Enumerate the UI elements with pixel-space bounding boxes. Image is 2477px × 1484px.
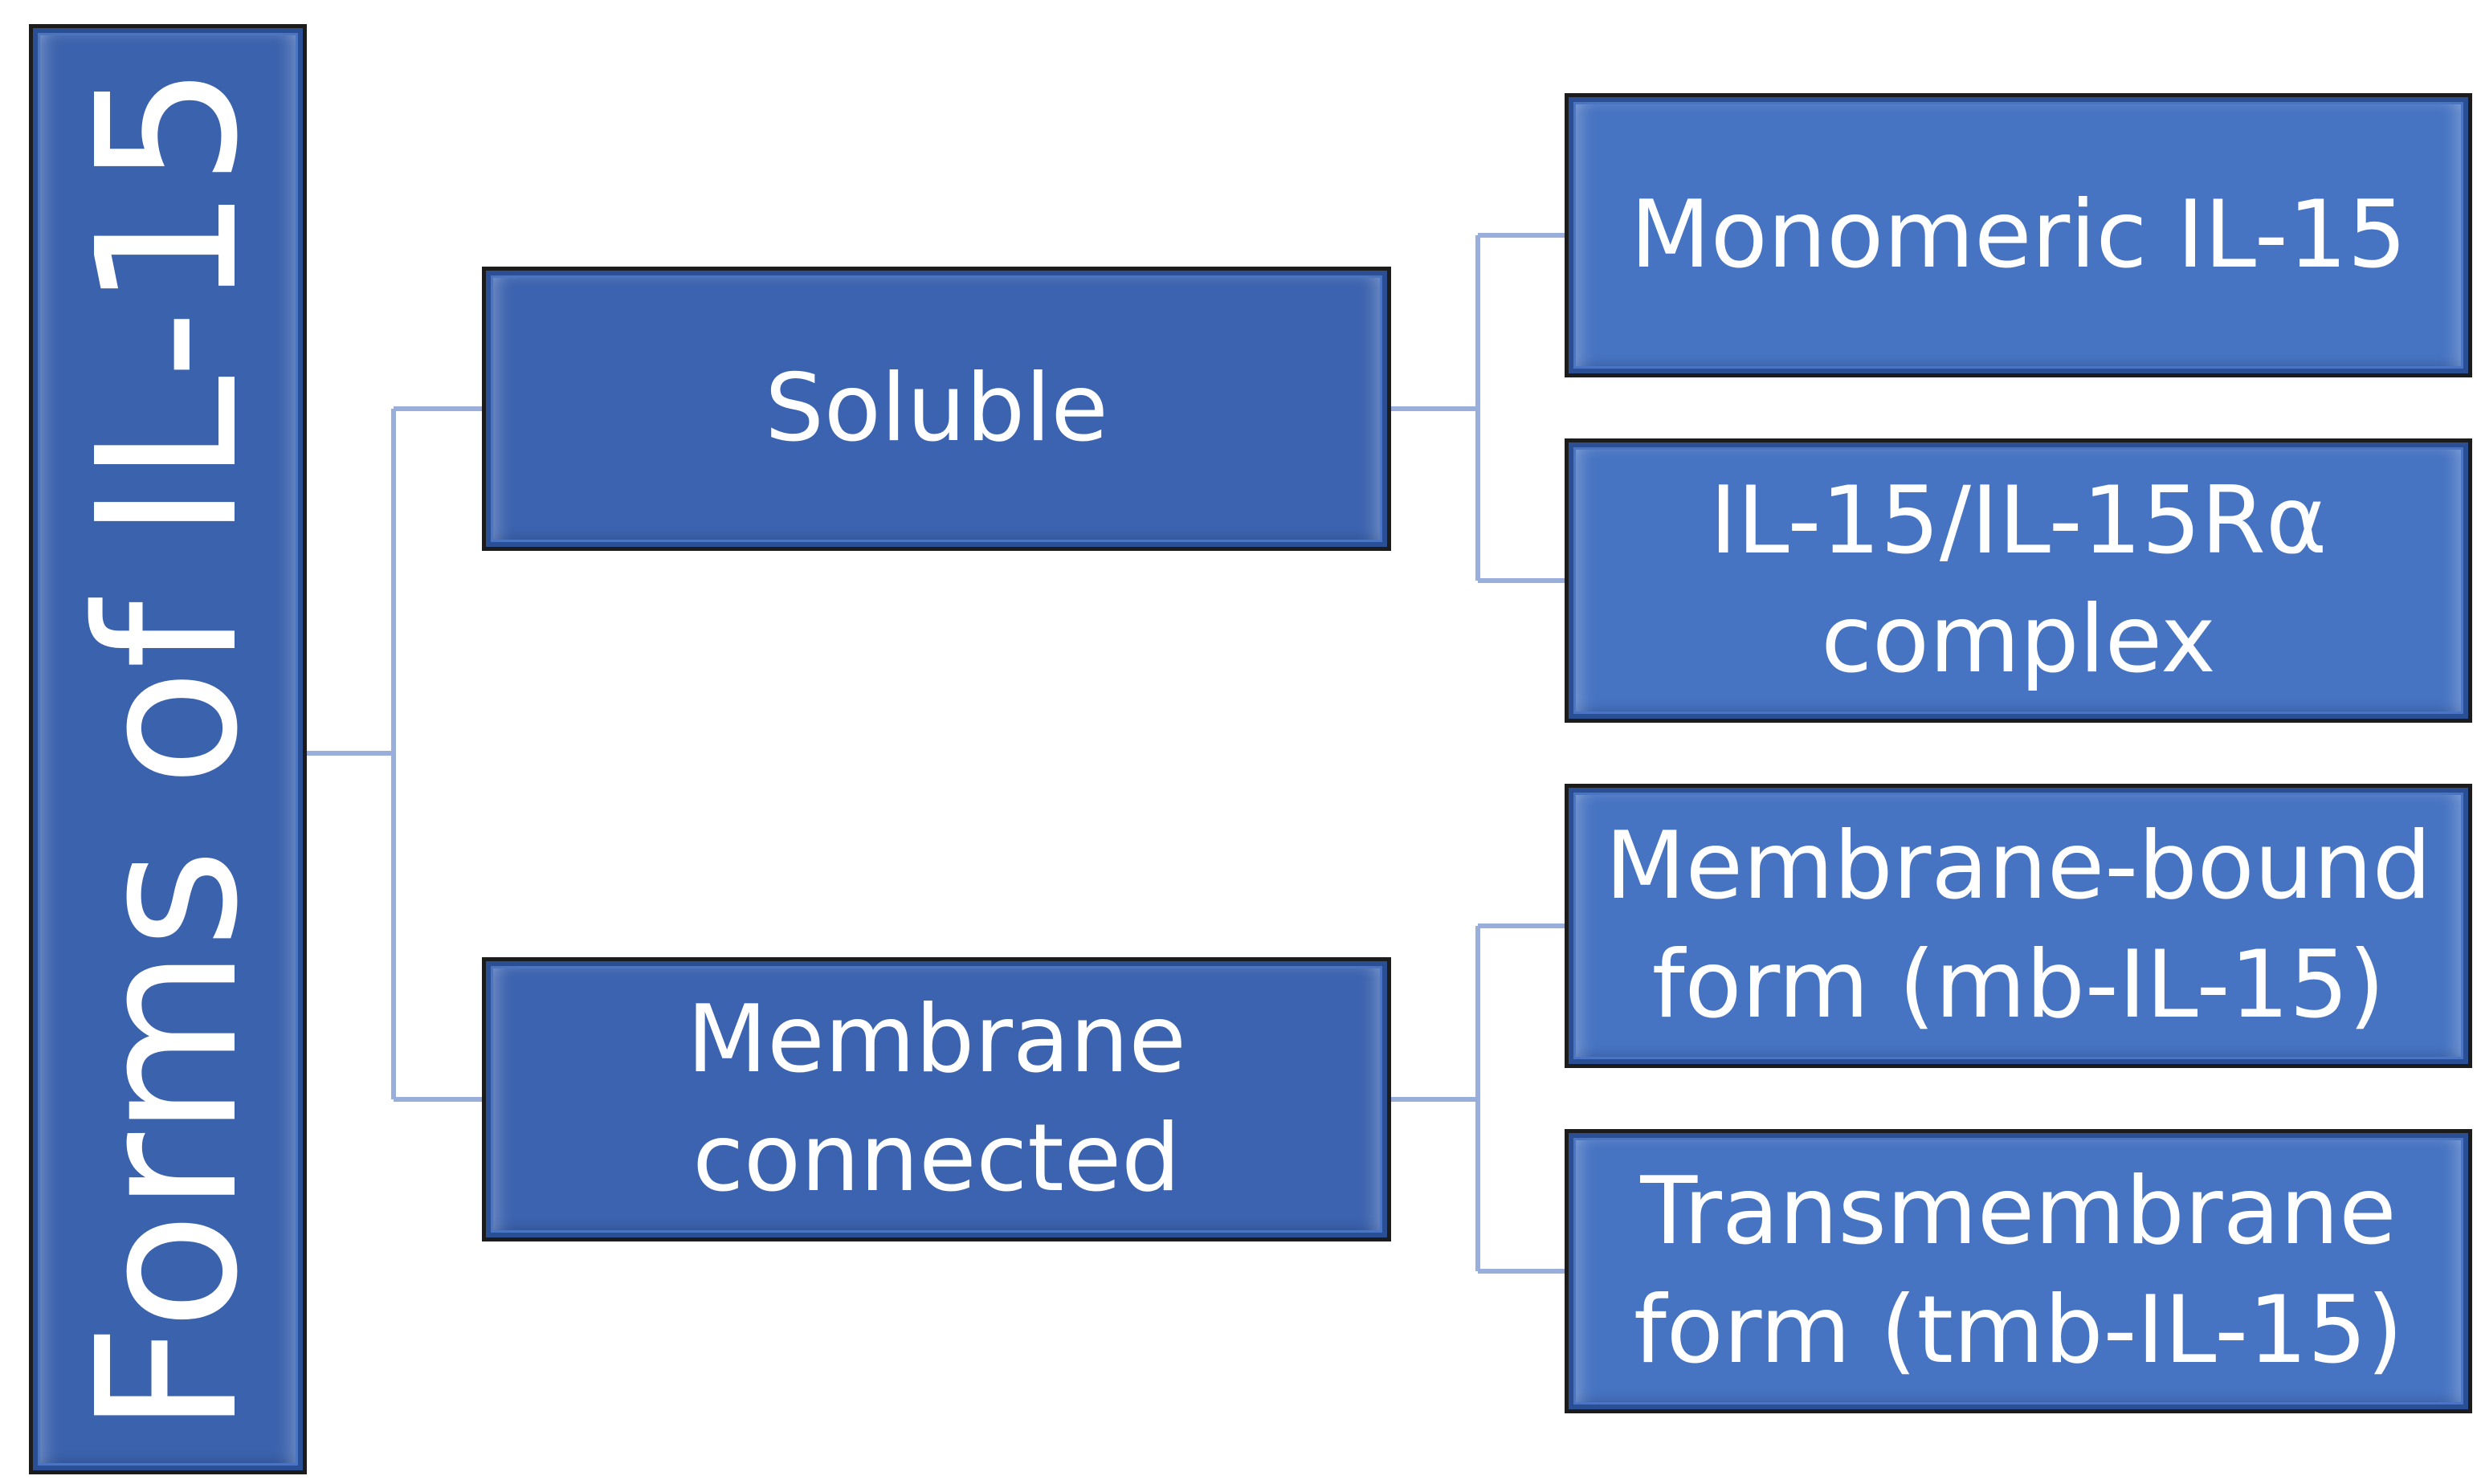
leaf-node-membrane-bound-label: Membrane-bound form (mb-IL-15) <box>1605 811 2432 1039</box>
root-node-label: Forms of IL-15 <box>55 64 280 1434</box>
leaf-node-il15-il15ra-complex: IL-15/IL-15Rα complex <box>1565 438 2472 723</box>
leaf-node-transmembrane-label: Transmembrane form (tmb-IL-15) <box>1633 1156 2404 1384</box>
leaf-node-complex-label: IL-15/IL-15Rα complex <box>1709 466 2328 694</box>
branch-node-membrane-label: Membrane connected <box>687 985 1186 1213</box>
connector-soluble-to-children <box>1391 233 1565 583</box>
leaf-node-monomeric-label: Monomeric IL-15 <box>1630 180 2407 289</box>
connector-membrane-to-children <box>1391 923 1565 1274</box>
branch-node-soluble-label: Soluble <box>765 353 1108 463</box>
leaf-node-monomeric-il15: Monomeric IL-15 <box>1565 93 2472 377</box>
leaf-node-transmembrane-form: Transmembrane form (tmb-IL-15) <box>1565 1129 2472 1413</box>
branch-node-membrane-connected: Membrane connected <box>482 957 1391 1241</box>
branch-node-soluble: Soluble <box>482 267 1391 551</box>
root-node-forms-of-il15: Forms of IL-15 <box>29 24 307 1474</box>
connector-root-to-branches <box>307 406 482 1102</box>
leaf-node-membrane-bound-form: Membrane-bound form (mb-IL-15) <box>1565 784 2472 1068</box>
